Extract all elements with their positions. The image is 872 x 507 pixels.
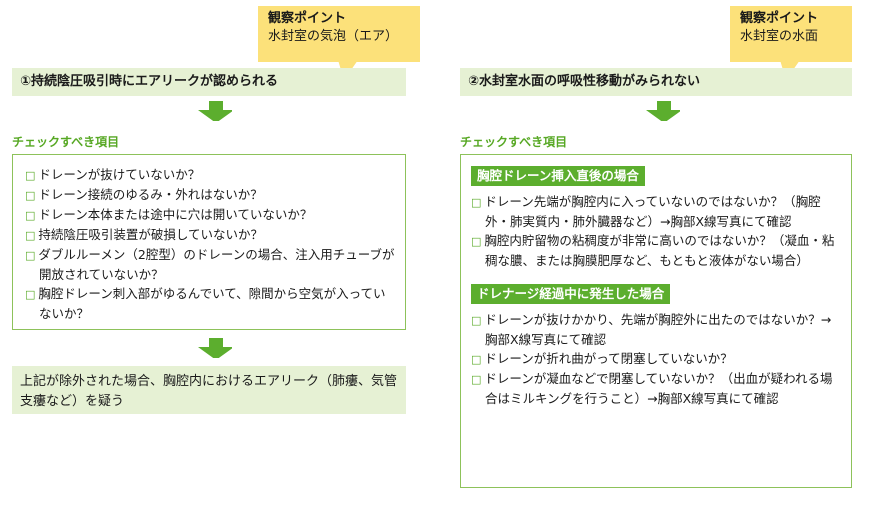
left-callout-subtitle: 水封室の気泡（エア） [268, 29, 399, 44]
list-item: □ドレーン本体または途中に穴は開いていないか？ [25, 207, 313, 222]
list-item: □ドレーンが凝血などで閉塞していないか？（出血が疑われる場合はミルキングを行うこ… [471, 371, 833, 406]
left-check-label: チェックすべき項目 [12, 135, 120, 149]
list-item: □胸腔ドレーン刺入部がゆるんでいて、隙間から空気が入っていないか？ [25, 286, 386, 321]
right-checklist-box: 胸腔ドレーン挿入直後の場合 □ドレーン先端が胸腔内に入っていないのではないか？（… [460, 154, 852, 488]
right-callout-title: 観察ポイント [740, 11, 819, 26]
checkbox-icon: □ [471, 196, 482, 209]
right-callout: 観察ポイント 水封室の水面 [730, 6, 852, 62]
checkbox-icon: □ [25, 249, 36, 262]
left-callout-title: 観察ポイント [268, 11, 347, 26]
left-header: ①持続陰圧吸引時にエアリークが認められる [12, 68, 406, 96]
left-checklist-box: □ドレーンが抜けていないか？ □ドレーン接続のゆるみ・外れはないか？ □ドレーン… [12, 154, 406, 330]
list-item: □ダブルルーメン（2腔型）のドレーンの場合、注入用チューブが開放されていないか？ [25, 247, 395, 282]
right-check-label: チェックすべき項目 [460, 135, 568, 149]
left-conclusion: 上記が除外された場合、胸腔内におけるエアリーク（肺瘻、気管支瘻など）を疑う [12, 366, 406, 414]
list-item: □ドレーンが抜けていないか？ [25, 167, 201, 182]
list-item: □持続陰圧吸引装置が破損していないか？ [25, 227, 264, 242]
checkbox-icon: □ [471, 314, 482, 327]
checkbox-icon: □ [25, 189, 36, 202]
right-header: ②水封室水面の呼吸性移動がみられない [460, 68, 852, 96]
left-down-arrow-icon-2 [198, 338, 232, 358]
checkbox-icon: □ [471, 353, 482, 366]
section-heading-insertion: 胸腔ドレーン挿入直後の場合 [471, 166, 645, 186]
section-heading-drainage: ドレナージ経過中に発生した場合 [471, 284, 671, 304]
checkbox-icon: □ [25, 169, 36, 182]
left-callout: 観察ポイント 水封室の気泡（エア） [258, 6, 420, 62]
list-item: □胸腔内貯留物の粘稠度が非常に高いのではないか？（凝血・粘稠な膿、または胸膜肥厚… [471, 233, 835, 268]
checkbox-icon: □ [25, 229, 36, 242]
checkbox-icon: □ [471, 235, 482, 248]
list-item: □ドレーンが折れ曲がって閉塞していないか？ [471, 351, 733, 366]
checkbox-icon: □ [25, 209, 36, 222]
left-down-arrow-icon [198, 101, 232, 121]
list-item: □ドレーン接続のゆるみ・外れはないか？ [25, 187, 263, 202]
right-callout-subtitle: 水封室の水面 [740, 29, 819, 44]
checkbox-icon: □ [471, 373, 482, 386]
list-item: □ドレーン先端が胸腔内に入っていないのではないか？（胸腔外・肺実質内・肺外臓器な… [471, 194, 821, 229]
list-item: □ドレーンが抜けかかり、先端が胸腔外に出たのではないか？→胸部X線写真にて確認 [471, 312, 832, 347]
right-down-arrow-icon [646, 101, 680, 121]
checkbox-icon: □ [25, 288, 36, 301]
